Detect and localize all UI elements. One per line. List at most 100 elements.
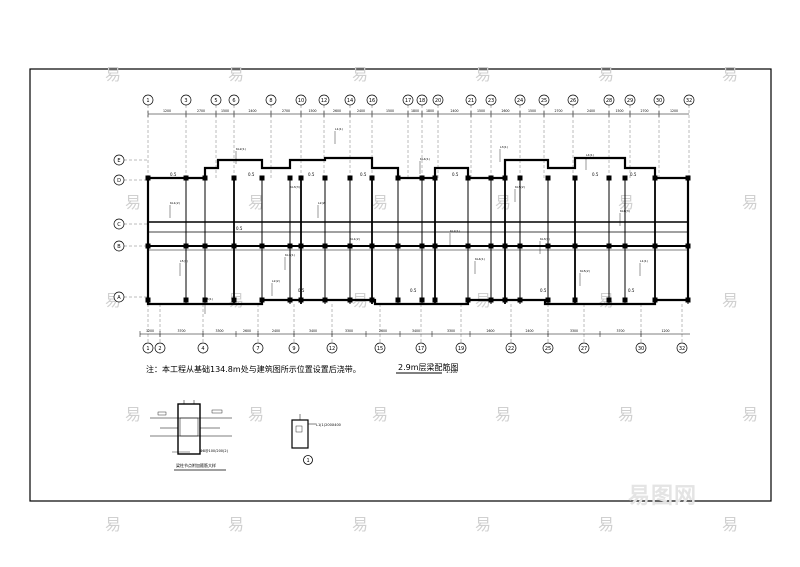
- axis-label-bottom: 7: [256, 346, 259, 352]
- axis-label-bottom: 22: [508, 346, 514, 352]
- axis-label-top: 28: [606, 98, 612, 104]
- beam-tag: KL5(2): [580, 269, 590, 273]
- beam-tag: L2(2): [272, 279, 280, 283]
- joint-detail: [150, 400, 232, 455]
- axis-label-top: 8: [269, 98, 272, 104]
- column: [298, 175, 304, 181]
- dimension-value: 2400: [357, 109, 365, 113]
- dimension-value: 2700: [640, 109, 648, 113]
- span-label: 0.5: [308, 172, 315, 177]
- column: [465, 243, 471, 249]
- plan-columns: [145, 175, 691, 304]
- axis-bubble-row: [113, 218, 125, 230]
- axis-bubble-bottom: [455, 342, 467, 354]
- axis-label-top: 17: [405, 98, 411, 104]
- beam-tag: KL2(1): [450, 229, 460, 233]
- section-marker-number: 1: [307, 458, 310, 464]
- dimension-value: 3700: [177, 329, 185, 333]
- column: [652, 297, 658, 303]
- axis-bubble-top: [366, 94, 378, 106]
- watermark-glyph: 易: [125, 405, 141, 424]
- column: [606, 297, 612, 303]
- column: [298, 243, 304, 249]
- axis-bubble-bottom: [415, 342, 427, 354]
- dimension-value: 2700: [554, 109, 562, 113]
- watermark-glyph: 易: [228, 65, 244, 84]
- column: [369, 297, 375, 303]
- column: [347, 297, 353, 303]
- span-label: 0.5: [170, 172, 177, 177]
- axis-bubble-top: [567, 94, 579, 106]
- axis-bubble-bottom: [505, 342, 517, 354]
- beam-tag: KL1(2): [350, 237, 360, 241]
- dimension-value: 1200: [670, 109, 678, 113]
- axis-bubble-top: [653, 94, 665, 106]
- axis-bubble-bottom: [288, 342, 300, 354]
- watermark-glyph: 易: [618, 193, 634, 212]
- column: [145, 175, 151, 181]
- beam-tag: L1(1): [640, 259, 648, 263]
- dimension-value: 2600: [486, 329, 494, 333]
- axis-bubble-top: [402, 94, 414, 106]
- column: [488, 243, 494, 249]
- axis-label-row: E: [117, 158, 120, 164]
- beam-tag: L1(1): [335, 127, 343, 131]
- column: [419, 243, 425, 249]
- axis-bubble-bottom: [252, 342, 264, 354]
- watermark-glyph: 易: [105, 65, 121, 84]
- axis-bubble-top: [210, 94, 222, 106]
- beam-tag: KL1(2): [170, 201, 180, 205]
- axis-bubble-bottom: [374, 342, 386, 354]
- dimension-value: 3400: [412, 329, 420, 333]
- dimension-value: 2600: [501, 109, 509, 113]
- column: [183, 243, 189, 249]
- span-label: 0.5: [628, 288, 635, 293]
- watermark-glyph: 易: [352, 515, 368, 534]
- axis-label-top: 20: [435, 98, 441, 104]
- axis-bubble-bottom: [326, 342, 338, 354]
- column: [685, 243, 691, 249]
- joint-detail-title: 梁柱节点附加箍筋大样: [176, 462, 216, 468]
- axis-label-bottom: 27: [581, 346, 587, 352]
- column: [572, 243, 578, 249]
- axis-label-row: B: [117, 244, 121, 250]
- column: [465, 175, 471, 181]
- axis-bubble-top: [485, 94, 497, 106]
- column: [622, 243, 628, 249]
- dimension-value: 1800: [426, 109, 434, 113]
- watermark-glyph: 易: [248, 193, 264, 212]
- watermark-glyph: 易: [495, 193, 511, 212]
- column: [572, 175, 578, 181]
- beam-tag: KL3(3): [540, 237, 550, 241]
- watermark-glyph: 易: [742, 405, 758, 424]
- watermark-glyph: 易: [125, 193, 141, 212]
- span-label: 0.5: [248, 172, 255, 177]
- dimension-value: 1500: [386, 109, 394, 113]
- axis-label-top: 21: [468, 98, 474, 104]
- column: [145, 297, 151, 303]
- axis-bubble-row: [113, 291, 125, 303]
- axis-bubble-top: [538, 94, 550, 106]
- axis-label-top: 1: [146, 98, 149, 104]
- axis-bubble-top: [465, 94, 477, 106]
- column: [545, 243, 551, 249]
- beam-tag: L2(2): [318, 201, 326, 205]
- column: [432, 175, 438, 181]
- axis-label-bottom: 30: [638, 346, 644, 352]
- axis-label-top: 26: [570, 98, 576, 104]
- axis-bubble-top: [142, 94, 154, 106]
- axis-label-bottom: 17: [418, 346, 424, 352]
- column: [652, 243, 658, 249]
- column: [369, 243, 375, 249]
- dimension-value: 3300: [345, 329, 353, 333]
- column: [606, 243, 612, 249]
- axis-label-row: D: [117, 178, 121, 184]
- watermark-glyph: 易: [722, 291, 738, 310]
- column: [259, 243, 265, 249]
- column: [231, 243, 237, 249]
